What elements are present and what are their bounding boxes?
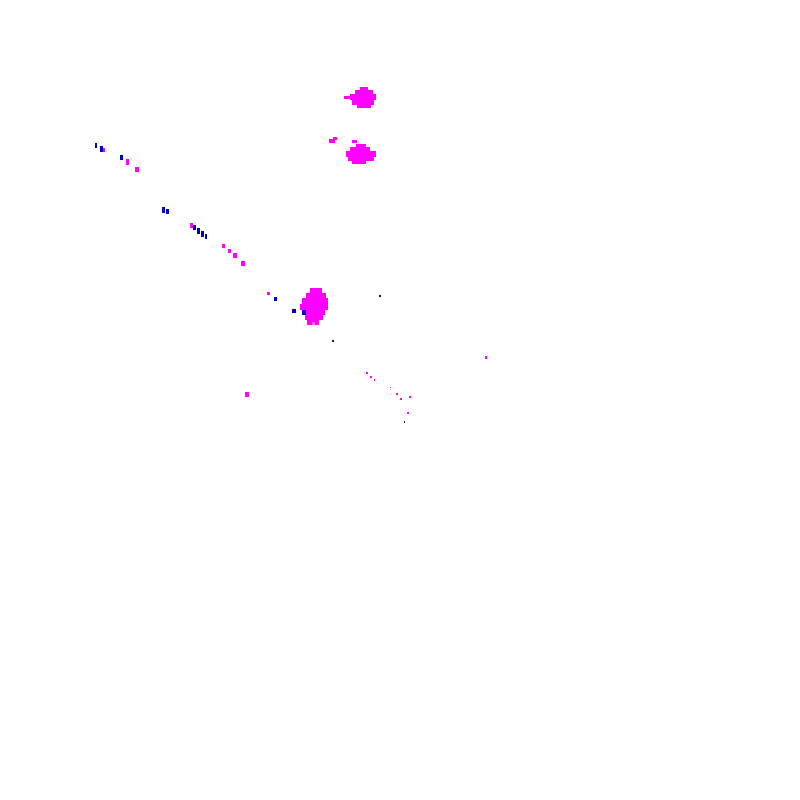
magenta-marks-top xyxy=(329,137,357,143)
blob-center-accents xyxy=(302,310,315,325)
magenta-blob-top-lower xyxy=(346,144,376,164)
scattered-dots xyxy=(245,295,487,423)
magenta-blob-top-upper xyxy=(344,87,376,108)
diagonal-trail xyxy=(95,143,296,313)
